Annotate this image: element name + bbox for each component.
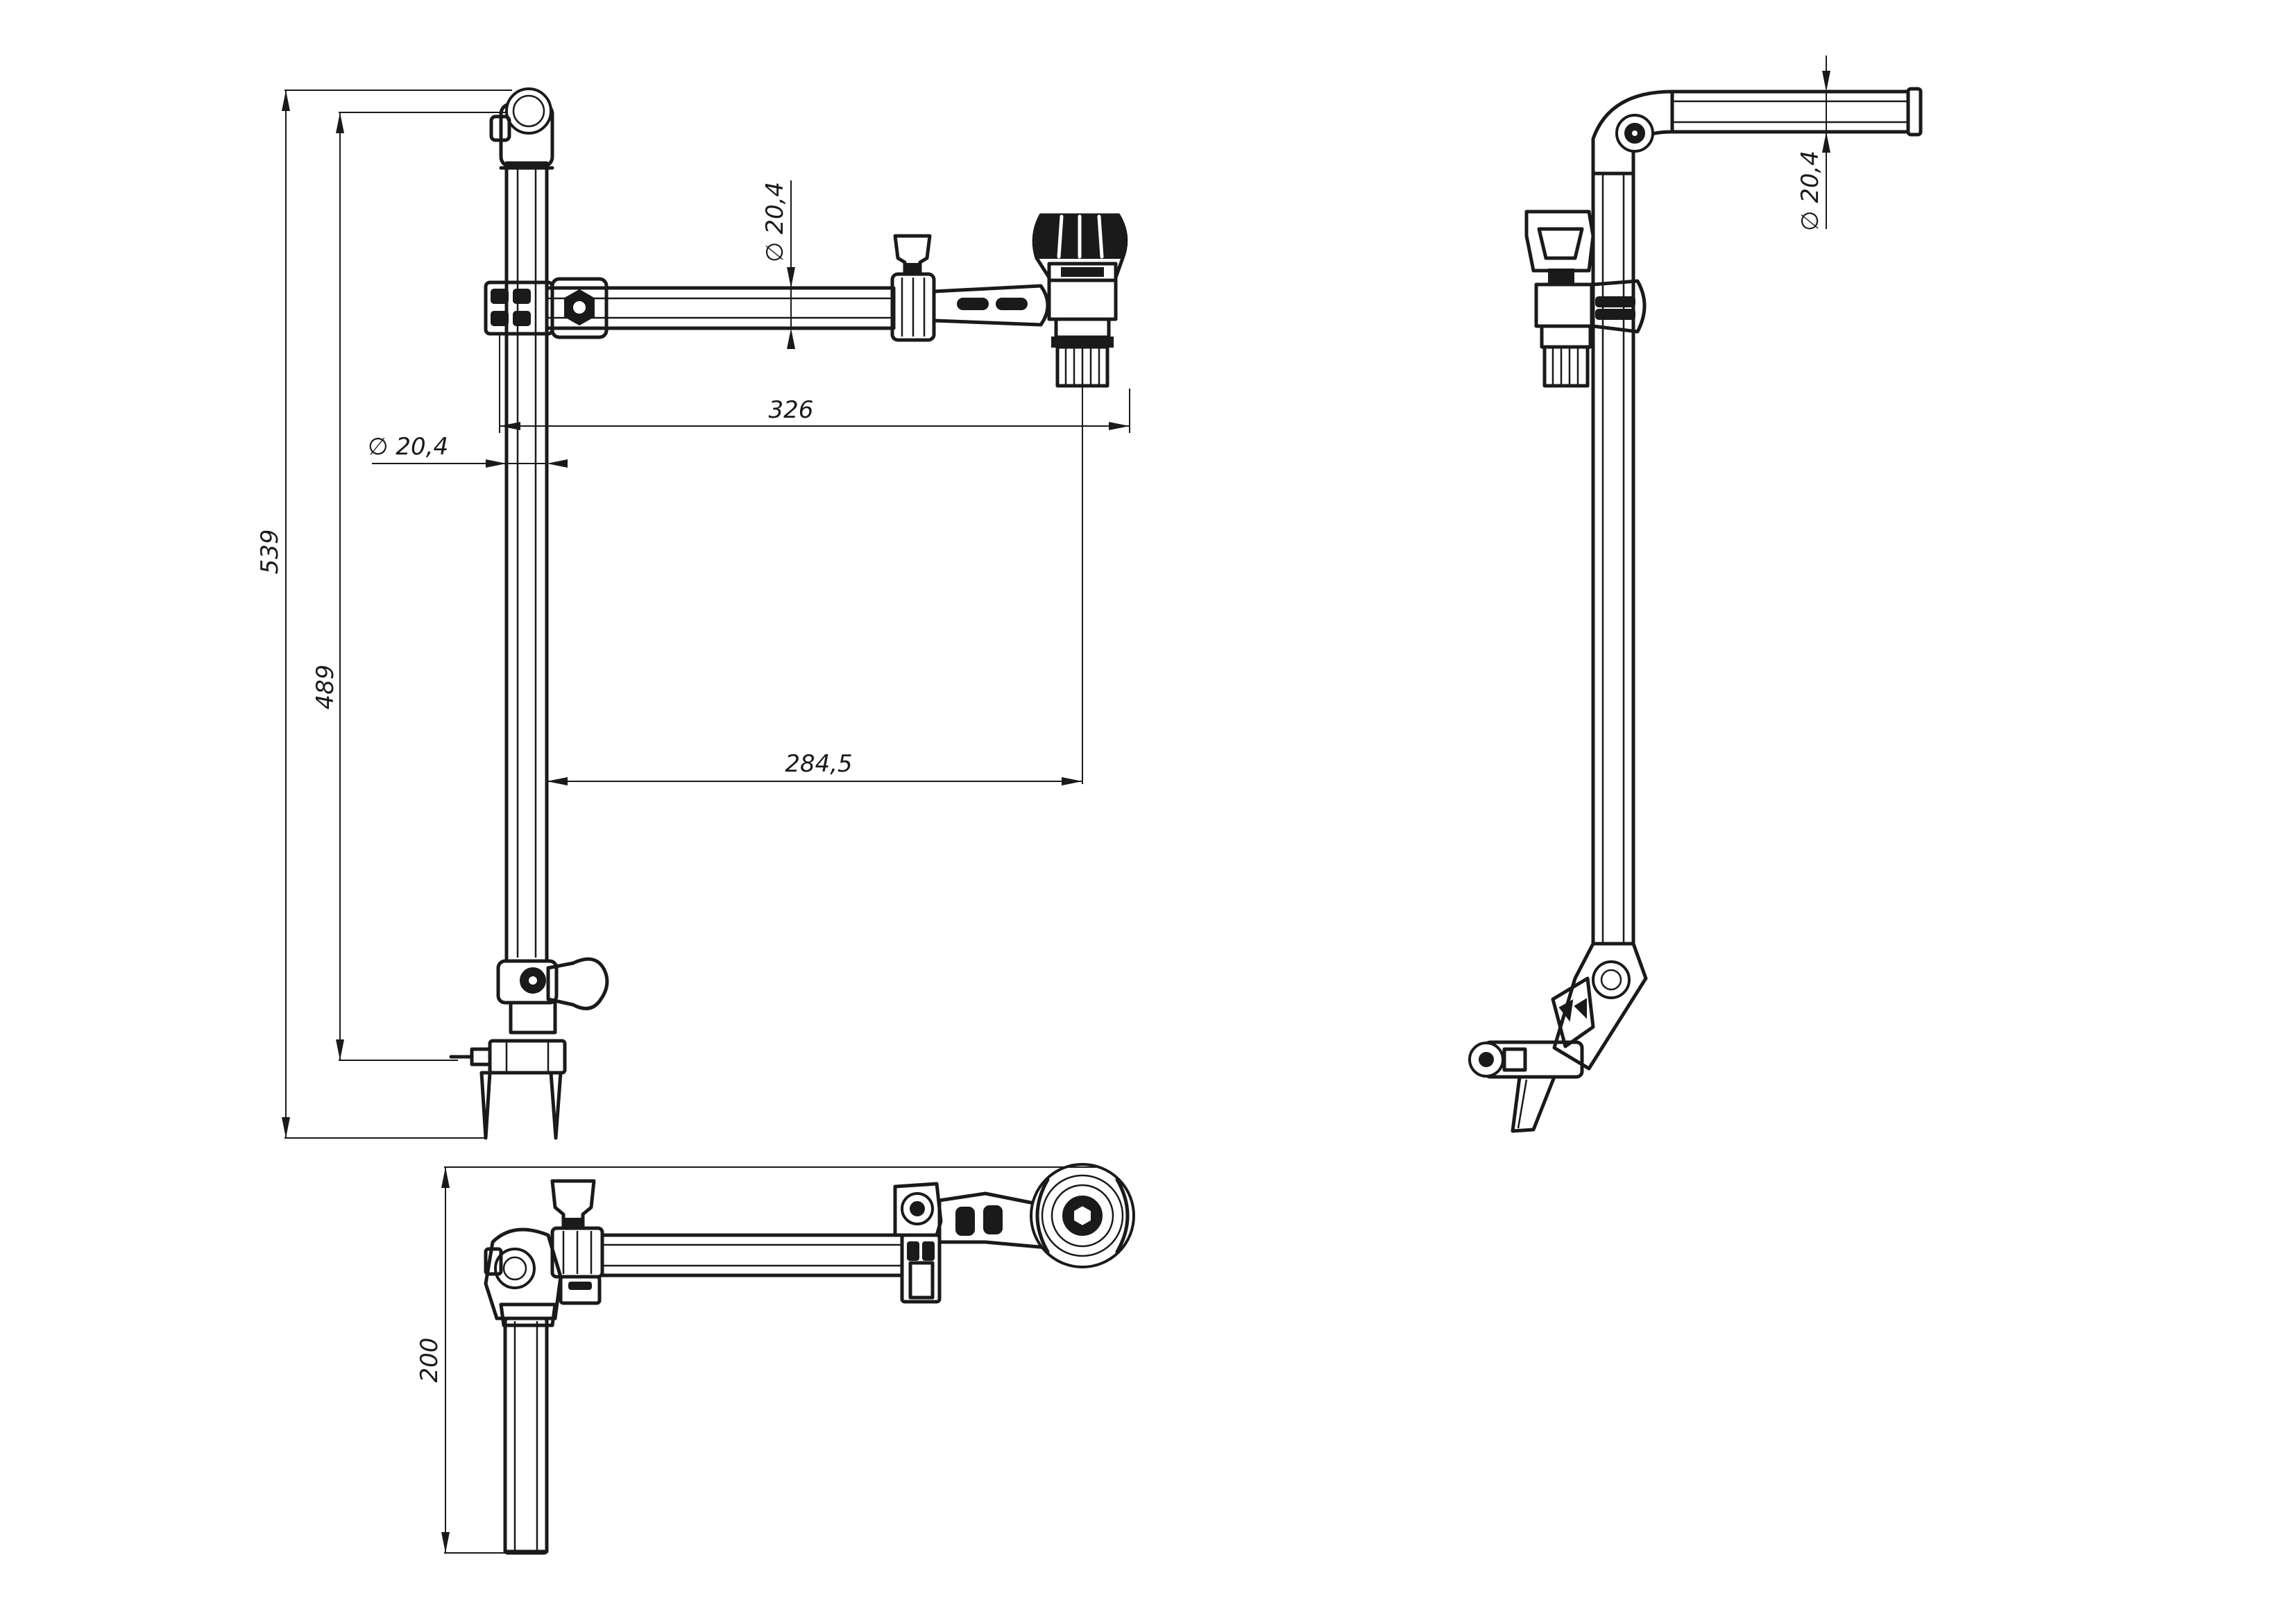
side-clamp [1524,210,1647,388]
front-bottom-joint [496,957,609,1035]
front-mid-clamp [890,234,936,342]
front-spike-base [449,1039,567,1140]
front-view: 539 489 326 284,5 ∅ 20,4 ∅ 20,4 [256,87,1130,1140]
dim-arm-to-head: 284,5 [785,750,852,778]
side-dim-arm-diameter: ∅ 20,4 [1796,151,1824,231]
dim-pole-diameter: ∅ 20,4 [368,433,448,461]
dim-arm-length: 326 [769,396,814,424]
top-arm [600,1233,904,1277]
top-pole [503,1316,549,1555]
front-slotted-bracket [932,284,1050,327]
side-spike-base [1468,1040,1584,1133]
top-mid-clamp [893,1182,943,1304]
side-dimensions [1822,56,1830,229]
side-view: ∅ 20,4 [1468,56,1923,1133]
side-elbow [1591,90,1674,176]
top-holder-head [1030,1163,1135,1268]
front-dimensions [282,90,1130,1139]
front-top-elbow [489,87,554,170]
side-pole [1591,171,1635,946]
top-dim-depth: 200 [416,1338,443,1383]
dim-overall-height: 539 [256,529,284,575]
front-holder-head [1032,213,1128,388]
top-arm-clamp [550,1179,604,1305]
side-top-tube [1670,87,1923,137]
front-arm-clamp [484,277,609,339]
front-arm [545,286,896,330]
dim-arm-diameter: ∅ 20,4 [761,182,789,262]
top-pole-clamp [484,1227,563,1327]
top-dimensions [441,1166,1096,1554]
dim-pole-height: 489 [312,665,339,710]
top-view: 200 [416,1163,1135,1555]
side-lower-joint [1551,942,1648,1071]
